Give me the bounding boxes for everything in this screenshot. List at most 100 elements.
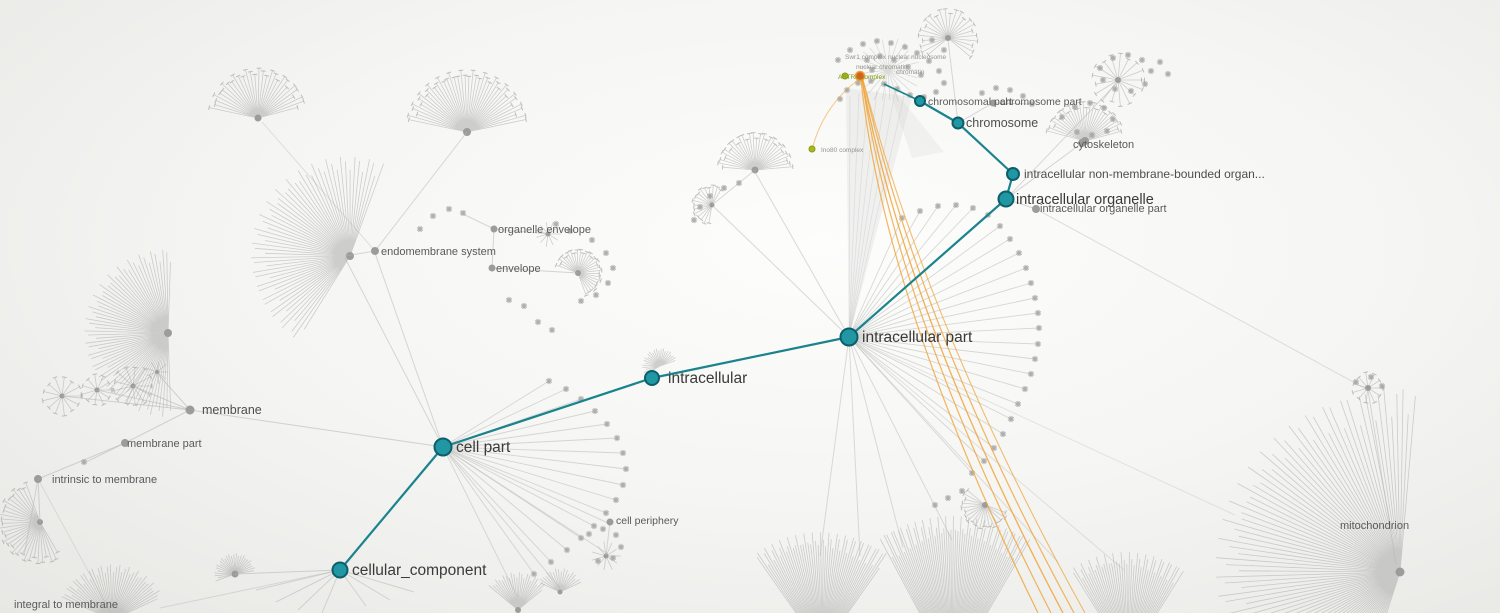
- cluster-hub-node[interactable]: [1365, 385, 1371, 391]
- cluster-hub-node[interactable]: [346, 252, 354, 260]
- graph-edge: [124, 409, 191, 444]
- leaf-node-star: [999, 430, 1007, 438]
- go-term-node-chrp[interactable]: [914, 95, 926, 107]
- highlight-path-edge: [442, 376, 653, 449]
- go-term-node-cc[interactable]: [331, 561, 349, 579]
- node-label-organelle-envelope[interactable]: organelle envelope: [498, 224, 591, 236]
- node-label-intracellular-organelle[interactable]: intracellular organelle: [1016, 192, 1154, 208]
- leaf-node-star: [1035, 324, 1043, 332]
- leaf-node-star: [566, 227, 574, 235]
- graph-edge: [848, 89, 887, 338]
- cluster-hub-node[interactable]: [164, 329, 172, 337]
- node-label-membrane-part[interactable]: membrane part: [127, 438, 202, 450]
- graph-edge: [1005, 142, 1083, 200]
- node-label-swr1-complex[interactable]: Swr1 complex: [845, 54, 887, 61]
- node-label-chromosome-part[interactable]: chromosome part: [1000, 96, 1082, 108]
- node-label-chromosome[interactable]: chromosome: [966, 116, 1038, 130]
- annotated-term-node[interactable]: [841, 72, 849, 80]
- graph-edge: [442, 446, 561, 589]
- leaf-node-star: [604, 279, 612, 287]
- node-label-cellular-component[interactable]: cellular_component: [352, 562, 487, 579]
- graph-edge: [947, 39, 959, 124]
- leaf-node-star: [1164, 70, 1172, 78]
- node-label-intracellular-part[interactable]: intracellular part: [862, 329, 973, 346]
- go-term-node-cp[interactable]: [433, 437, 453, 457]
- node-label-cytoskeleton[interactable]: cytoskeleton: [1073, 139, 1134, 151]
- hub-node[interactable]: [989, 99, 997, 107]
- node-label-intrinsic-to-membrane[interactable]: intrinsic to membrane: [52, 474, 157, 486]
- leaf-node-star: [548, 326, 556, 334]
- cluster-hub-node[interactable]: [155, 370, 159, 374]
- leaf-node-star: [978, 89, 986, 97]
- go-term-node-ic[interactable]: [644, 370, 660, 386]
- orange-association-edge: [862, 79, 1086, 613]
- graph-edge: [1005, 83, 1117, 200]
- leaf-node-star: [913, 49, 921, 57]
- annotated-term-node[interactable]: [808, 145, 816, 153]
- graph-edge: [132, 385, 191, 411]
- node-label-endomembrane-system[interactable]: endomembrane system: [381, 246, 496, 258]
- leaf-node-star: [887, 39, 895, 47]
- fan-cluster: [539, 568, 582, 593]
- node-label-intracellular-non-membrane-bounded-organ[interactable]: intracellular non-membrane-bounded organ…: [1024, 167, 1265, 181]
- fan-cluster-tips: [917, 8, 979, 60]
- node-label-nuclear-chromatin[interactable]: nuclear chromatin: [856, 64, 908, 71]
- leaf-node-star: [932, 88, 940, 96]
- hub-node[interactable]: [606, 518, 614, 526]
- cluster-hub-node[interactable]: [945, 35, 951, 41]
- cluster-hub-node[interactable]: [254, 114, 262, 122]
- leaf-node-star: [944, 494, 952, 502]
- go-term-node-nmb[interactable]: [1006, 167, 1020, 181]
- go-term-node-icp[interactable]: [839, 327, 859, 347]
- cluster-hub-node[interactable]: [557, 589, 563, 595]
- node-label-chromosomal-part[interactable]: chromosomal part: [928, 96, 1012, 108]
- node-label-integral-to-membrane[interactable]: integral to membrane: [14, 599, 118, 611]
- node-label-membrane[interactable]: membrane: [202, 403, 262, 417]
- graph-edge: [957, 102, 994, 124]
- hub-node[interactable]: [121, 439, 129, 447]
- node-label-intracellular-organelle-part[interactable]: intracellular organelle part: [1040, 203, 1167, 215]
- selected-term-node[interactable]: [854, 70, 866, 82]
- cluster-hub-node[interactable]: [515, 607, 521, 613]
- fan-cluster: [114, 367, 152, 406]
- hub-node[interactable]: [1032, 205, 1040, 213]
- go-term-node-chr[interactable]: [951, 116, 965, 130]
- graph-edge: [234, 569, 341, 575]
- hub-node[interactable]: [371, 247, 379, 255]
- leaf-node-star: [1147, 67, 1155, 75]
- cluster-hub-node[interactable]: [1115, 77, 1121, 83]
- leaf-node-star: [925, 57, 933, 65]
- node-label-mitochondrion[interactable]: mitochondrion: [1340, 520, 1409, 532]
- cluster-hub-node[interactable]: [1395, 567, 1405, 577]
- edge-bundle-wedge: [846, 88, 912, 337]
- go-term-node-org[interactable]: [997, 190, 1015, 208]
- orange-association-edge: [862, 79, 1075, 613]
- hub-node[interactable]: [488, 264, 496, 272]
- fan-cluster: [145, 361, 169, 384]
- graph-edge: [297, 569, 341, 611]
- fan-cluster: [642, 348, 676, 376]
- node-label-nuclear-nucleosome[interactable]: nuclear nucleosome: [888, 54, 947, 61]
- fan-cluster: [42, 377, 82, 416]
- hub-node[interactable]: [1078, 139, 1086, 147]
- node-label-cell-periphery[interactable]: cell periphery: [616, 515, 679, 527]
- fan-cluster: [214, 553, 256, 582]
- node-label-chromatin[interactable]: chromatin: [896, 69, 925, 76]
- fan-cluster: [756, 532, 887, 613]
- edge-bundle-wedge: [886, 80, 944, 158]
- leaf-node-star: [459, 209, 467, 217]
- hub-node[interactable]: [490, 225, 498, 233]
- graph-edge: [848, 92, 860, 338]
- node-label-envelope[interactable]: envelope: [496, 263, 541, 275]
- node-label-ino80-complex[interactable]: Ino80 complex: [821, 147, 864, 154]
- node-label-astra-complex[interactable]: ASTRA complex: [838, 74, 886, 81]
- node-label-intracellular[interactable]: intracellular: [668, 370, 747, 387]
- graph-edge: [848, 336, 1236, 516]
- leaf-node-star: [1103, 127, 1111, 135]
- hub-node[interactable]: [34, 475, 42, 483]
- node-label-cell-part[interactable]: cell part: [456, 439, 511, 456]
- graph-edge: [713, 206, 850, 338]
- hub-node[interactable]: [185, 405, 195, 415]
- fan-cluster-tips: [406, 69, 527, 123]
